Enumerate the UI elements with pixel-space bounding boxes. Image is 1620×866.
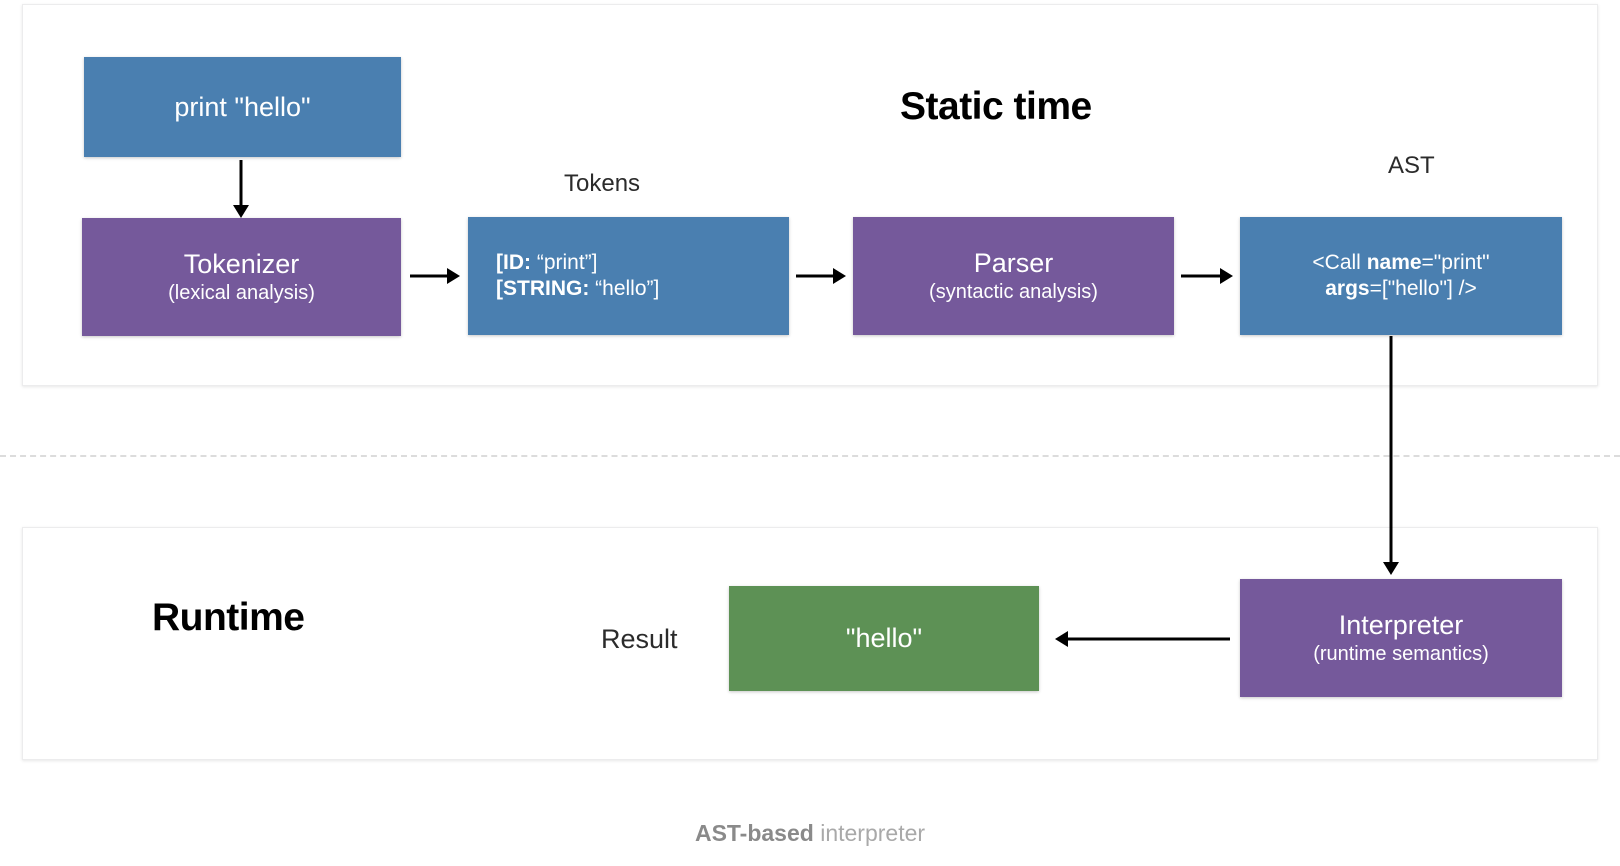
interpreter-subtitle: (runtime semantics) (1313, 643, 1489, 666)
arrow-interpreter-to-result-icon (1055, 625, 1230, 653)
arrow-source-to-tokenizer-icon (228, 160, 254, 218)
arrow-shaft (1065, 637, 1230, 641)
result-box: "hello" (729, 586, 1039, 691)
arrow-head (1055, 631, 1068, 647)
source-code-text: print "hello" (174, 91, 311, 122)
arrow-head (233, 205, 249, 218)
arrow-head (1220, 268, 1233, 284)
arrow-tokens-to-parser-icon (796, 262, 846, 290)
figure-caption: AST-based interpreter (0, 820, 1620, 847)
parser-title: Parser (973, 248, 1054, 279)
phase-divider (0, 455, 1620, 457)
parser-subtitle: (syntactic analysis) (929, 281, 1098, 304)
token-line-string: [STRING: “hello”] (496, 276, 659, 302)
tokenizer-box: Tokenizer (lexical analysis) (82, 218, 401, 336)
ast-line-1: <Call name="print" (1312, 250, 1489, 276)
result-value: "hello" (845, 623, 923, 654)
tokens-box: [ID: “print”] [STRING: “hello”] (468, 217, 789, 335)
caption-rest: interpreter (813, 820, 926, 846)
arrow-shaft (410, 274, 450, 278)
arrow-shaft (1389, 336, 1393, 564)
caption-emphasis: AST-based (694, 820, 814, 846)
interpreter-title: Interpreter (1338, 610, 1464, 641)
arrow-parser-to-ast-icon (1181, 262, 1233, 290)
arrow-shaft (796, 274, 836, 278)
tokenizer-subtitle: (lexical analysis) (168, 282, 315, 305)
token-line-id: [ID: “print”] (496, 250, 598, 276)
tokens-label: Tokens (564, 170, 641, 197)
ast-line-2: args=["hello"] /> (1325, 276, 1477, 302)
arrow-tokenizer-to-tokens-icon (410, 262, 460, 290)
ast-call-open: <Call (1312, 251, 1367, 275)
arrow-shaft (239, 160, 243, 206)
arrow-ast-to-interpreter-icon (1378, 336, 1404, 575)
interpreter-box: Interpreter (runtime semantics) (1240, 579, 1562, 697)
ast-args-attr: args (1325, 277, 1370, 300)
result-label: Result (601, 624, 678, 654)
ast-label: AST (1388, 152, 1435, 179)
token-id-label: [ID: (496, 251, 531, 275)
runtime-heading: Runtime (152, 596, 305, 639)
arrow-head (447, 268, 460, 284)
ast-box: <Call name="print" args=["hello"] /> (1240, 217, 1562, 335)
arrow-head (833, 268, 846, 284)
ast-name-attr: name (1366, 251, 1422, 275)
source-code-box: print "hello" (84, 57, 401, 157)
tokenizer-title: Tokenizer (183, 249, 300, 280)
token-string-label: [STRING: (496, 277, 590, 300)
static-time-heading: Static time (900, 85, 1092, 128)
ast-name-value: ="print" (1421, 251, 1490, 275)
arrow-head (1383, 562, 1399, 575)
arrow-shaft (1181, 274, 1223, 278)
token-string-value: “hello”] (589, 277, 660, 300)
token-id-value: “print”] (531, 251, 598, 275)
ast-args-value: =["hello"] /> (1369, 277, 1477, 300)
parser-box: Parser (syntactic analysis) (853, 217, 1174, 335)
